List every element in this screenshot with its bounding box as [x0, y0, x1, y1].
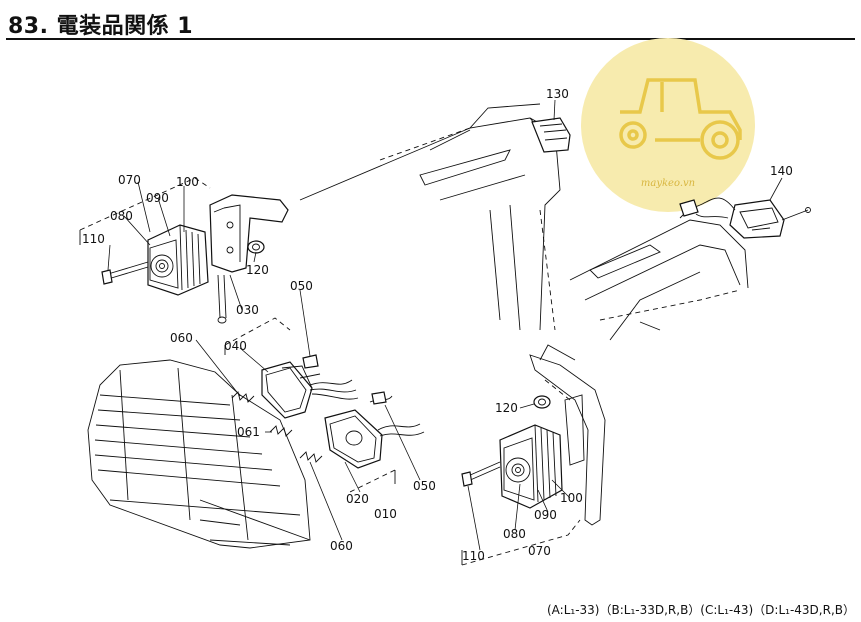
label-070-left: 070 — [118, 173, 141, 187]
label-080-left: 080 — [110, 209, 133, 223]
rear-fender-outline — [569, 219, 749, 341]
label-110-left: 110 — [82, 232, 105, 246]
watermark-circle — [581, 38, 755, 212]
label-030: 030 — [236, 303, 259, 317]
label-060-bottom: 060 — [330, 539, 353, 553]
label-080-right: 080 — [503, 527, 526, 541]
front-lamp-left — [79, 177, 289, 324]
label-100-left: 100 — [176, 175, 199, 189]
label-120-left: 120 — [246, 263, 269, 277]
grille-outline — [87, 359, 311, 549]
label-070-right: 070 — [528, 544, 551, 558]
label-090-right: 090 — [534, 508, 557, 522]
label-130: 130 — [546, 87, 569, 101]
label-020: 020 — [346, 492, 369, 506]
label-061: 061 — [237, 425, 260, 439]
model-footnote: (A:L₁-33)（B:L₁-33D,R,B）(C:L₁-43)（D:L₁-43… — [546, 603, 855, 617]
label-100-right: 100 — [560, 491, 583, 505]
label-140: 140 — [770, 164, 793, 178]
front-lamp-right — [461, 344, 606, 566]
label-040: 040 — [224, 339, 247, 353]
front-lamp-020 — [324, 391, 425, 493]
label-050-top: 050 — [290, 279, 313, 293]
label-060-top: 060 — [170, 331, 193, 345]
label-120-right: 120 — [495, 401, 518, 415]
fender-outline — [299, 103, 569, 331]
tractor-icon — [619, 78, 742, 160]
part-130-lamp — [531, 99, 571, 153]
watermark: maykeo.vn — [581, 38, 755, 212]
leader-lines — [107, 181, 571, 551]
page-title: 83. 電装品関係 1 — [8, 14, 194, 39]
label-110-right: 110 — [462, 549, 485, 563]
title-underline — [6, 38, 855, 40]
label-090-left: 090 — [146, 191, 169, 205]
part-140-lamp — [679, 177, 811, 239]
page-header: 83. 電装品関係 1 — [6, 6, 855, 40]
label-010: 010 — [374, 507, 397, 521]
front-lamp-040 — [224, 317, 359, 419]
label-050-bottom: 050 — [413, 479, 436, 493]
watermark-text: maykeo.vn — [641, 178, 695, 189]
part-labels: 070 100 090 080 110 120 030 050 060 040 … — [82, 87, 793, 563]
